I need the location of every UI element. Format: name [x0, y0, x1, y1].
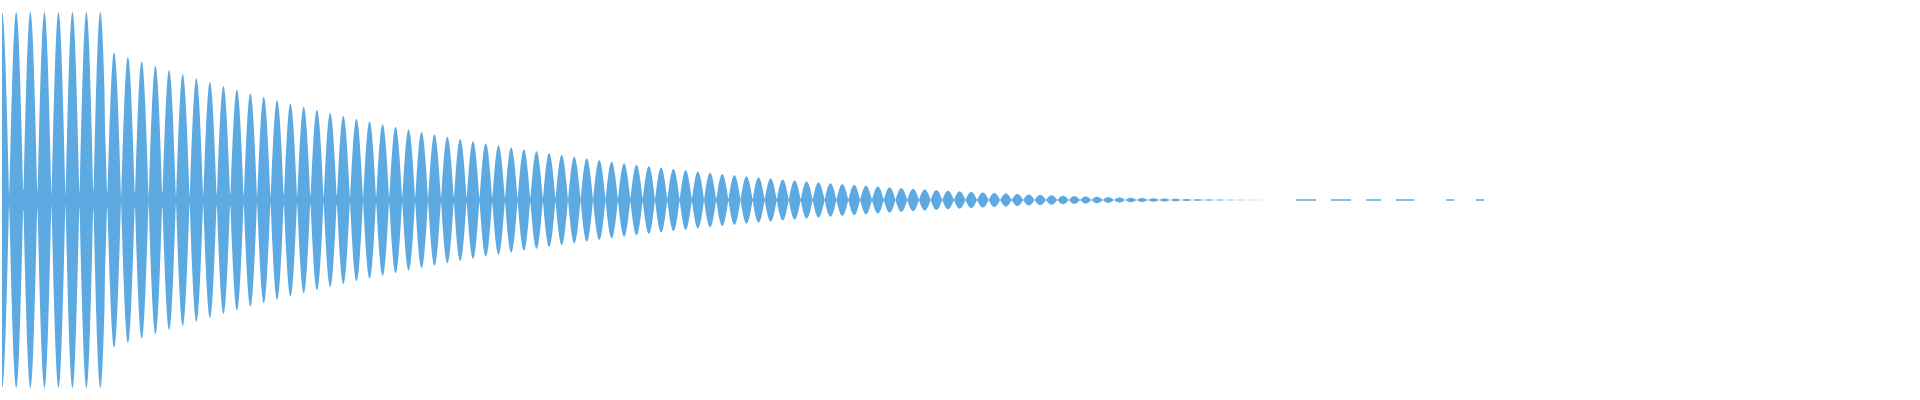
waveform-path [2, 11, 1286, 389]
